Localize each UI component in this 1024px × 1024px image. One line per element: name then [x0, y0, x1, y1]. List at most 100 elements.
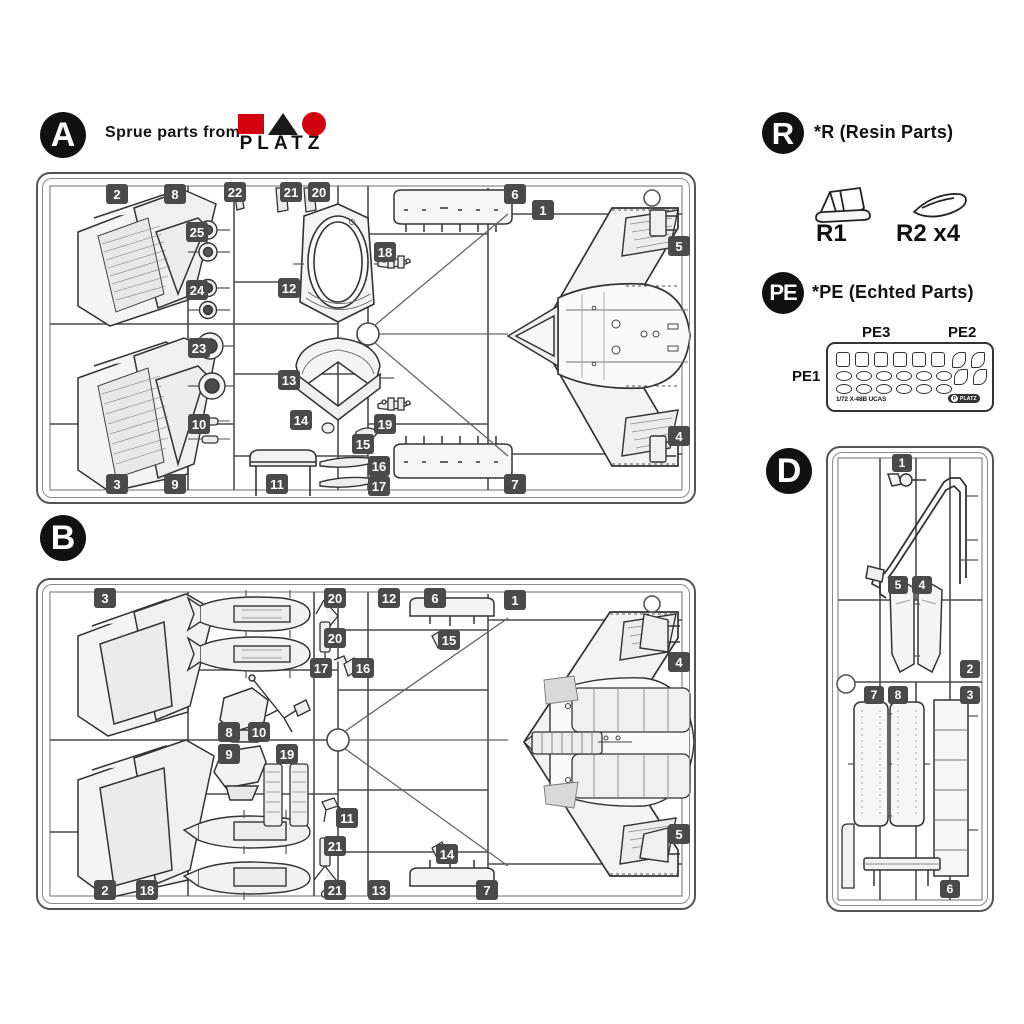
part-tag-d-3: 3	[960, 686, 980, 704]
pe-cell	[896, 384, 912, 394]
pe-cell	[874, 352, 888, 367]
pe-cell	[836, 371, 852, 381]
part-tag-a-3: 3	[106, 474, 128, 494]
part-tag-a-25: 25	[186, 222, 208, 242]
part-tag-b-21b: 21	[324, 880, 346, 900]
part-tag-a-15: 15	[352, 434, 374, 454]
sprue-a-frame: 2 8 22 21 20 6 1 5 25 18 24 12 23 13 19 …	[36, 172, 696, 504]
pe-cell	[836, 352, 850, 367]
pe-cell	[855, 352, 869, 367]
part-tag-b-11: 11	[336, 808, 358, 828]
pe-fret-scale-text: 1/72 X-48B UCAS	[836, 396, 887, 403]
platz-wordmark: PLATZ	[239, 133, 325, 154]
part-tag-b-2: 2	[94, 880, 116, 900]
part-tag-b-1: 1	[504, 590, 526, 610]
part-tag-a-1: 1	[532, 200, 554, 220]
pe-cell	[836, 384, 852, 394]
pe-hook-cell	[954, 369, 968, 385]
part-tag-b-20b: 20	[324, 628, 346, 648]
part-tag-b-13: 13	[368, 880, 390, 900]
pe-cell	[856, 371, 872, 381]
part-tag-d-5: 5	[888, 576, 908, 594]
part-tag-b-18: 18	[136, 880, 158, 900]
resin-sliver-icon	[913, 192, 967, 218]
part-tag-a-12: 12	[278, 278, 300, 298]
part-tag-a-18: 18	[374, 242, 396, 262]
resin-part-r1-label: R1	[816, 220, 847, 247]
part-tag-b-4: 4	[668, 652, 690, 672]
platz-square-icon	[238, 114, 264, 134]
etched-heading: *PE (Echted Parts)	[812, 282, 974, 302]
resin-badge: R	[762, 112, 804, 154]
pe-cell	[876, 384, 892, 394]
part-tag-a-23: 23	[188, 338, 210, 358]
sprue-source-label: Sprue parts from	[105, 124, 241, 141]
part-tag-d-2: 2	[960, 660, 980, 678]
pe-cell	[916, 384, 932, 394]
pe-hook-cell	[952, 352, 966, 368]
platz-logo: PLATZ	[238, 112, 326, 155]
part-tag-b-17: 17	[310, 658, 332, 678]
part-tag-b-16: 16	[352, 658, 374, 678]
part-tag-a-4: 4	[668, 426, 690, 446]
part-tag-b-10: 10	[248, 722, 270, 742]
part-tag-a-7: 7	[504, 474, 526, 494]
part-tag-a-11: 11	[266, 474, 288, 494]
pe3-label: PE3	[862, 324, 891, 341]
part-tag-a-19: 19	[374, 414, 396, 434]
part-tag-b-3: 3	[94, 588, 116, 608]
part-tag-d-7: 7	[864, 686, 884, 704]
part-tag-a-13: 13	[278, 370, 300, 390]
etched-badge: PE	[762, 272, 804, 314]
sprue-a-artwork	[49, 185, 691, 496]
resin-wedge-icon	[815, 187, 871, 223]
pe-hook-cell	[971, 352, 985, 368]
part-tag-b-20a: 20	[324, 588, 346, 608]
part-tag-a-17: 17	[368, 476, 390, 496]
part-tag-b-15: 15	[438, 630, 460, 650]
part-tag-b-6: 6	[424, 588, 446, 608]
pe-cell	[936, 371, 952, 381]
sprue-b-badge: B	[40, 515, 86, 561]
part-tag-d-4: 4	[912, 576, 932, 594]
pe-fret: 1/72 X-48B UCAS P PLATZ	[826, 342, 994, 412]
part-tag-a-5: 5	[668, 236, 690, 256]
part-tag-a-10: 10	[188, 414, 210, 434]
pe-fret-brand: P PLATZ	[948, 394, 980, 403]
part-tag-b-12: 12	[378, 588, 400, 608]
platz-marks	[238, 112, 326, 136]
pe-cell	[916, 371, 932, 381]
part-tag-b-9: 9	[218, 744, 240, 764]
part-tag-a-20: 20	[308, 182, 330, 202]
resin-heading: *R (Resin Parts)	[814, 122, 954, 142]
part-tag-d-8: 8	[888, 686, 908, 704]
pe-cell	[893, 352, 907, 367]
sprue-d-artwork	[836, 457, 983, 901]
part-tag-b-5: 5	[668, 824, 690, 844]
part-tag-a-16: 16	[368, 456, 390, 476]
part-tag-a-6: 6	[504, 184, 526, 204]
part-tag-a-24: 24	[186, 280, 208, 300]
part-tag-b-14: 14	[436, 844, 458, 864]
pe-cell	[856, 384, 872, 394]
part-tag-a-8: 8	[164, 184, 186, 204]
pe2-label: PE2	[948, 324, 977, 341]
part-tag-a-9: 9	[164, 474, 186, 494]
pe-cell	[912, 352, 926, 367]
pe-cell	[931, 352, 945, 367]
sprue-b-frame: 3 20 20 12 6 1 15 4 17 16 8 10 9 19 11 2…	[36, 578, 696, 910]
platz-circle-icon	[302, 112, 326, 136]
part-tag-a-21: 21	[280, 182, 302, 202]
part-tag-d-6: 6	[940, 880, 960, 898]
platz-triangle-icon	[268, 113, 298, 135]
pe1-label: PE1	[792, 368, 821, 385]
sprue-d-badge: D	[766, 448, 812, 494]
sprue-b-artwork	[49, 590, 694, 900]
part-tag-b-8: 8	[218, 722, 240, 742]
part-tag-a-2: 2	[106, 184, 128, 204]
sprue-d-frame: 1 5 4 2 7 8 3 6	[826, 446, 994, 912]
part-tag-b-19: 19	[276, 744, 298, 764]
pe-fret-brand-mark: P	[951, 395, 958, 402]
part-tag-b-21a: 21	[324, 836, 346, 856]
pe-cell	[876, 371, 892, 381]
